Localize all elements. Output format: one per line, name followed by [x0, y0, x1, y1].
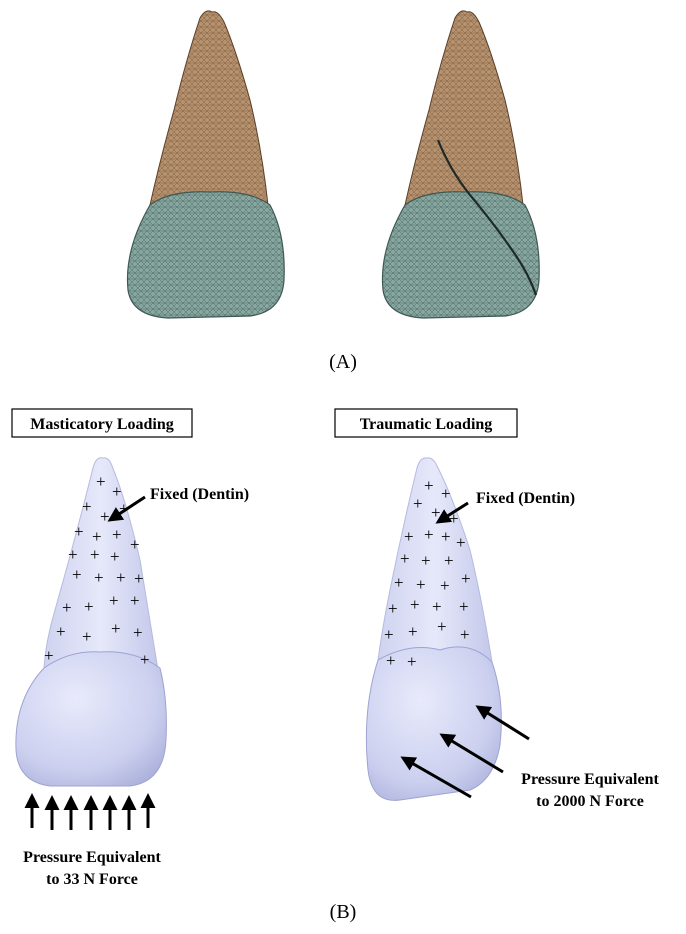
svg-text:+: + — [404, 527, 414, 546]
svg-text:+: + — [94, 568, 104, 587]
svg-text:+: + — [424, 476, 434, 495]
svg-text:+: + — [456, 533, 466, 552]
svg-text:+: + — [424, 525, 434, 544]
tooth-crown — [16, 652, 167, 786]
load-label-line2: to 2000 N Force — [536, 793, 644, 810]
svg-text:+: + — [112, 525, 122, 544]
svg-text:+: + — [437, 617, 447, 636]
svg-text:+: + — [441, 484, 451, 503]
svg-text:+: + — [110, 547, 120, 566]
svg-text:+: + — [441, 527, 451, 546]
svg-text:+: + — [109, 591, 119, 610]
svg-text:+: + — [444, 551, 454, 570]
tooth-root — [378, 458, 492, 662]
svg-text:+: + — [388, 599, 398, 618]
title: Traumatic Loading — [360, 416, 493, 433]
svg-text:+: + — [84, 597, 94, 616]
svg-text:+: + — [460, 625, 470, 644]
mesh-crown — [127, 192, 284, 318]
svg-text:+: + — [68, 545, 78, 564]
fixed-label: Fixed (Dentin) — [150, 486, 249, 503]
svg-text:+: + — [130, 591, 140, 610]
panel-b: Masticatory Loading ++ +++ ++++ +++ ++++… — [12, 409, 659, 923]
svg-text:+: + — [400, 549, 410, 568]
svg-text:+: + — [416, 575, 426, 594]
svg-text:+: + — [410, 595, 420, 614]
svg-text:+: + — [92, 527, 102, 546]
svg-text:+: + — [82, 497, 92, 516]
traumatic-loading: Traumatic Loading ++ +++ ++++ +++ ++++ +… — [335, 409, 659, 810]
mesh-root — [150, 11, 268, 205]
svg-text:+: + — [133, 623, 143, 642]
svg-text:+: + — [100, 507, 110, 526]
panel-b-label: (B) — [330, 901, 357, 923]
svg-text:+: + — [56, 622, 66, 641]
load-label-line2: to 33 N Force — [46, 871, 138, 888]
svg-text:+: + — [72, 565, 82, 584]
svg-text:+: + — [386, 651, 396, 670]
fixed-label: Fixed (Dentin) — [476, 490, 575, 507]
svg-text:+: + — [140, 650, 150, 669]
masticatory-loading: Masticatory Loading ++ +++ ++++ +++ ++++… — [12, 409, 249, 888]
svg-text:+: + — [90, 545, 100, 564]
svg-text:+: + — [111, 619, 121, 638]
load-label-line1: Pressure Equivalent — [23, 849, 161, 866]
panel-a: (A) — [127, 11, 539, 373]
svg-text:+: + — [134, 569, 144, 588]
svg-text:+: + — [62, 598, 72, 617]
svg-text:+: + — [408, 622, 418, 641]
svg-text:+: + — [74, 522, 84, 541]
svg-text:+: + — [413, 494, 423, 513]
load-arrows — [32, 796, 148, 830]
svg-text:+: + — [44, 646, 54, 665]
svg-text:+: + — [421, 551, 431, 570]
panel-a-label: (A) — [329, 351, 357, 373]
svg-text:+: + — [130, 535, 140, 554]
mesh-root — [405, 11, 523, 205]
svg-text:+: + — [432, 597, 442, 616]
svg-text:+: + — [384, 625, 394, 644]
svg-text:+: + — [461, 569, 471, 588]
svg-text:+: + — [440, 576, 450, 595]
svg-text:+: + — [459, 597, 469, 616]
svg-text:+: + — [431, 503, 441, 522]
load-label-line1: Pressure Equivalent — [521, 771, 659, 788]
mesh-tooth-fractured — [382, 11, 539, 318]
title: Masticatory Loading — [30, 416, 174, 433]
svg-text:+: + — [116, 568, 126, 587]
svg-text:+: + — [96, 472, 106, 491]
mesh-tooth-intact — [127, 11, 284, 318]
svg-text:+: + — [394, 573, 404, 592]
svg-text:+: + — [407, 652, 417, 671]
svg-text:+: + — [82, 627, 92, 646]
